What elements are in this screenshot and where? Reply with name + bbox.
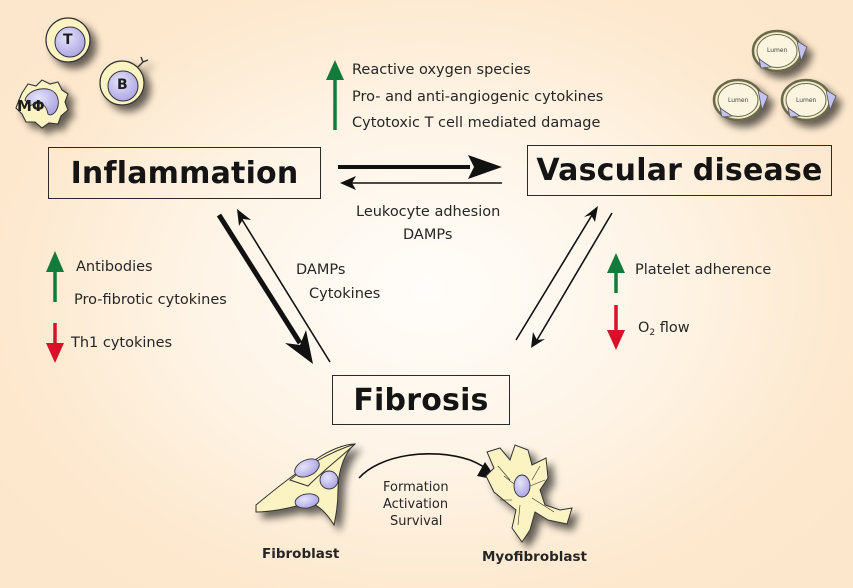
lumen-label: Lumen	[796, 97, 817, 104]
list-item: Leukocyte adhesion	[356, 204, 501, 220]
list-item: DAMPs	[403, 227, 453, 243]
transition-arrow	[358, 452, 497, 480]
lumen-label: Lumen	[728, 97, 749, 104]
macrophage-icon	[15, 79, 69, 129]
node-inflammation-label: Inflammation	[70, 155, 299, 191]
t-cell-label: T	[63, 32, 73, 48]
macrophage-label: MΦ	[17, 97, 45, 115]
arrow-vascular-to-fibrosis	[531, 212, 613, 348]
arrow-fibrosis-to-vascular	[515, 206, 598, 341]
node-fibrosis: Fibrosis	[332, 375, 510, 425]
list-item: Pro-fibrotic cytokines	[74, 292, 227, 308]
node-inflammation: Inflammation	[48, 147, 321, 199]
b-cell-label: B	[117, 77, 128, 93]
increase-arrow-icon	[326, 60, 344, 130]
arrow-inflammation-to-fibrosis	[216, 213, 313, 364]
myofibroblast-icon	[485, 444, 573, 543]
node-vascular-disease-label: Vascular disease	[536, 153, 823, 188]
increase-arrow-icon	[46, 251, 64, 302]
list-item: Formation	[383, 480, 449, 495]
fibroblast-label: Fibroblast	[262, 546, 340, 562]
blood-vessel-icon	[712, 78, 769, 122]
list-item: Th1 cytokines	[71, 335, 173, 351]
increase-arrow-icon	[607, 253, 625, 293]
blood-vessel-icon	[780, 78, 837, 122]
list-item: Antibodies	[76, 259, 153, 275]
b-cell-icon	[99, 56, 149, 106]
arrow-fibrosis-to-inflammation	[237, 209, 331, 363]
list-item: Activation	[383, 497, 449, 512]
list-item: Pro- and anti-angiogenic cytokines	[352, 89, 604, 105]
list-item: Reactive oxygen species	[352, 62, 531, 78]
node-fibrosis-label: Fibrosis	[353, 382, 489, 418]
decrease-arrow-icon	[607, 305, 625, 350]
lumen-label: Lumen	[767, 47, 788, 54]
decrease-arrow-icon	[46, 323, 64, 363]
list-item: Cytotoxic T cell mediated damage	[352, 115, 601, 131]
fibroblast-icon	[255, 443, 357, 527]
list-item: O2 flow	[638, 320, 690, 338]
list-item: Platelet adherence	[635, 262, 772, 278]
myofibroblast-label: Myofibroblast	[482, 549, 588, 565]
list-item: Survival	[390, 514, 443, 529]
blood-vessel-icon	[751, 29, 808, 73]
list-item: Cytokines	[309, 286, 381, 302]
arrow-vascular-to-inflammation	[340, 176, 502, 190]
arrow-inflammation-to-vascular	[338, 155, 502, 179]
node-vascular-disease: Vascular disease	[527, 145, 832, 196]
list-item: DAMPs	[296, 262, 346, 278]
t-cell-icon	[45, 17, 91, 63]
